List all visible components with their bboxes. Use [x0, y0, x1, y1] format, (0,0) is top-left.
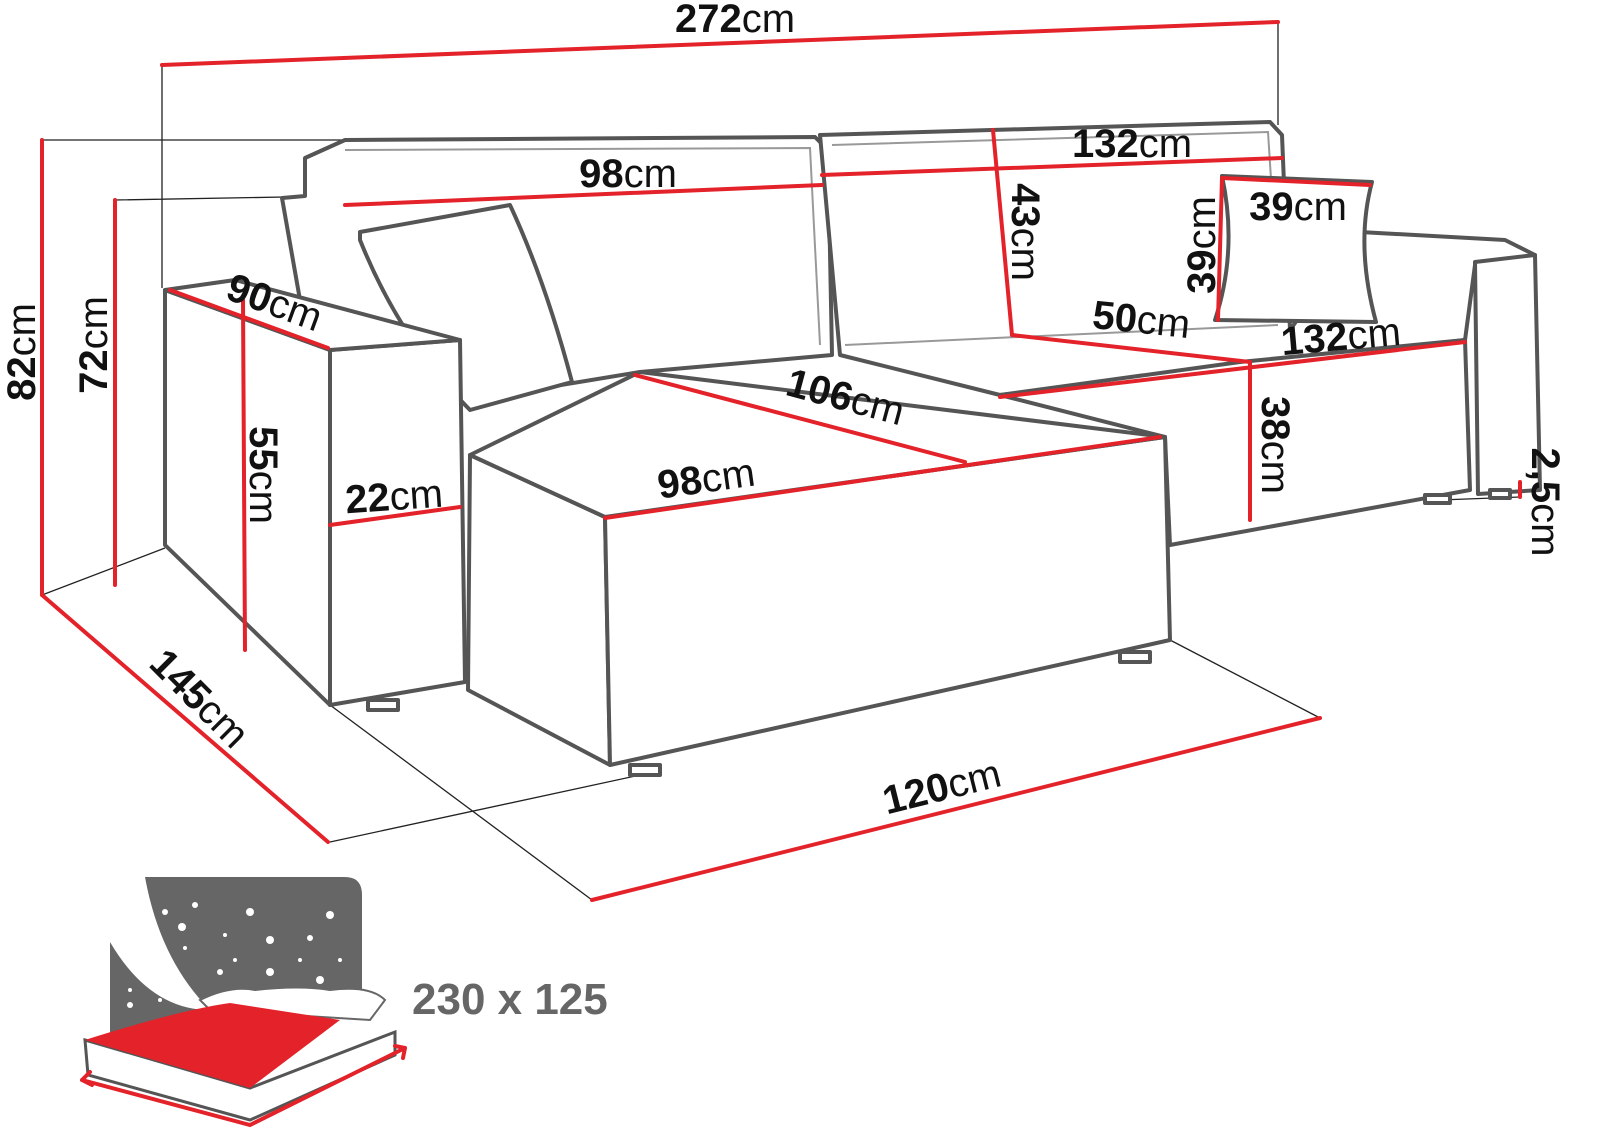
- label-total-depth: 145cm: [141, 641, 257, 757]
- dimension-lines: [40, 20, 1522, 902]
- projection-lines: [41, 22, 1521, 901]
- bed-icon: [80, 877, 407, 1128]
- label-pillow-height: 39cm: [1180, 196, 1224, 294]
- label-back-left-width: 98cm: [579, 152, 677, 196]
- label-armrest-height: 55cm: [241, 426, 285, 524]
- label-armrest-width: 22cm: [344, 472, 445, 523]
- sleeping-area-label: 230 x 125: [412, 975, 608, 1024]
- pillow-right: [1213, 174, 1378, 324]
- pillow-left: [358, 203, 574, 412]
- label-back-top-height: 72cm: [72, 296, 116, 394]
- chaise-seat-top: [468, 370, 1167, 519]
- label-chaise-seat-width: 98cm: [655, 451, 758, 508]
- label-pillow-width: 39cm: [1249, 185, 1347, 229]
- label-seat-depth: 50cm: [1090, 293, 1192, 347]
- label-leg-height: 2,5cm: [1523, 448, 1567, 557]
- label-total-width: 272cm: [675, 0, 795, 41]
- right-armrest-front: [1473, 253, 1542, 496]
- label-back-right-width: 132cm: [1072, 122, 1192, 166]
- label-total-height: 82cm: [0, 303, 44, 401]
- label-back-height: 43cm: [1003, 183, 1047, 281]
- sofa-outline: [163, 120, 1542, 777]
- label-seat-right-width: 132cm: [1279, 310, 1402, 364]
- label-seat-height: 38cm: [1253, 396, 1297, 494]
